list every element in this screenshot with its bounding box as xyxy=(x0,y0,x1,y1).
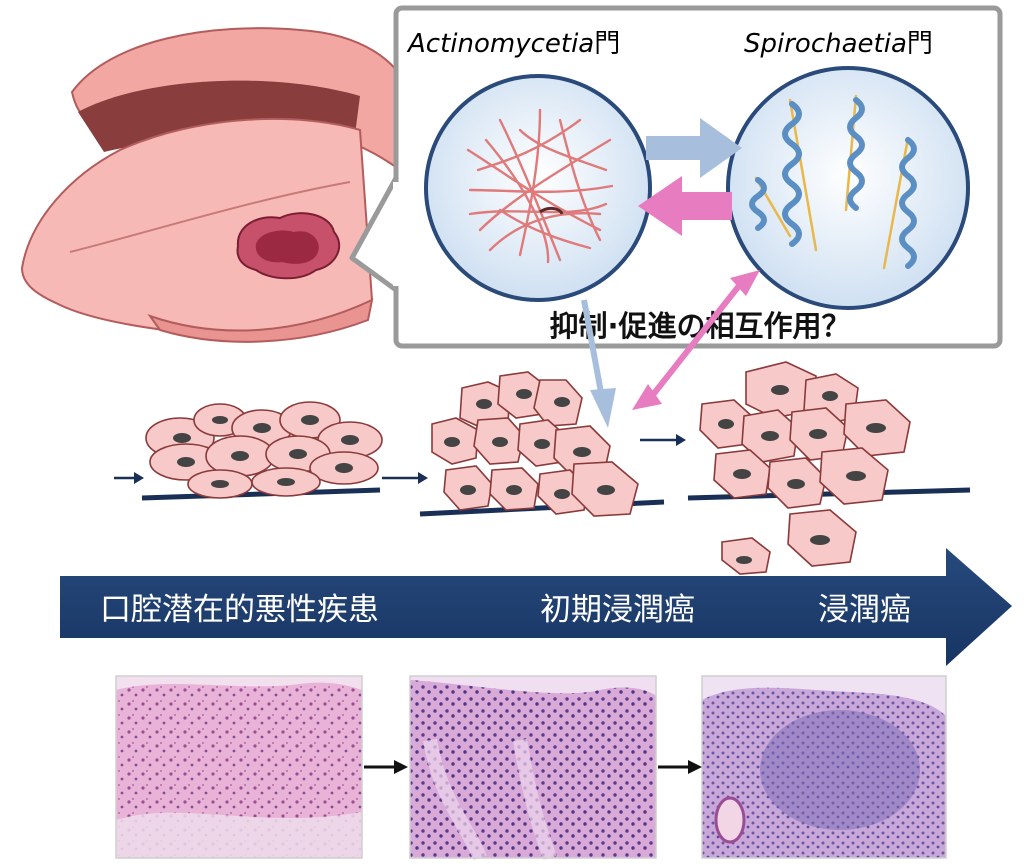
mouth-illustration xyxy=(22,28,410,342)
bacteria-callout: Actinomycetia門 Spirochaetia門 xyxy=(352,8,1000,346)
progression-banner: 口腔潜在的悪性疾患 初期浸潤癌 浸潤癌 xyxy=(60,548,1012,666)
tumor-lesion xyxy=(238,213,340,278)
stage-label-early-invasive: 初期浸潤癌 xyxy=(540,592,695,628)
spirochaetia-circle xyxy=(728,68,968,308)
stage-label-premalignant: 口腔潜在的悪性疾患 xyxy=(100,592,379,628)
left-phylum-label: Actinomycetia門 xyxy=(406,29,620,59)
histology-panel-2 xyxy=(410,676,656,858)
histology-panel-1 xyxy=(116,676,362,858)
cell-stages xyxy=(114,362,970,574)
actinomycetia-circle xyxy=(426,76,650,300)
histology-panels xyxy=(116,676,946,858)
histology-panel-3 xyxy=(702,676,946,858)
cell-cluster-stage-2 xyxy=(420,372,664,516)
stage-label-invasive: 浸潤癌 xyxy=(818,592,911,628)
cell-cluster-stage-3 xyxy=(688,362,970,574)
right-phylum-label: Spirochaetia門 xyxy=(744,29,933,59)
cell-cluster-stage-1 xyxy=(142,402,382,498)
